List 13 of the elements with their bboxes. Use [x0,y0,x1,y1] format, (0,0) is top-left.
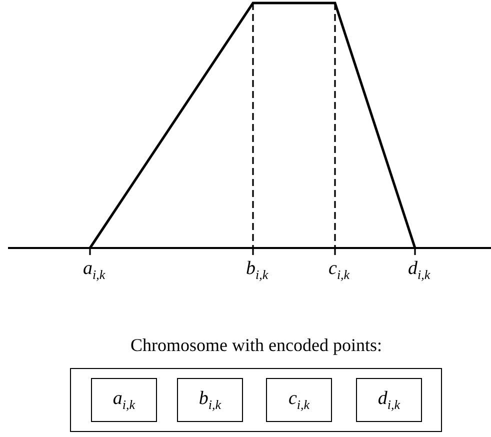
gene-label: a$_{i,k}$ [112,388,136,412]
gene-box [91,378,157,422]
axis-label: b$_{i,k}$ [246,258,268,283]
gene-label: b$_{i,k}$ [198,388,222,412]
axis-label: a$_{i,k}$ [83,258,106,283]
gene-box [356,378,422,422]
gene-label: c$_{i,k}$ [288,388,310,412]
gene-label: d$_{i,k}$ [378,388,400,412]
axis-label: d$_{i,k}$ [408,258,430,283]
gene-box [177,378,243,422]
gene-box [266,378,332,422]
chromosome-heading: Chromosome with encoded points: [130,335,382,356]
axis-label: c$_{i,k}$ [328,258,350,283]
